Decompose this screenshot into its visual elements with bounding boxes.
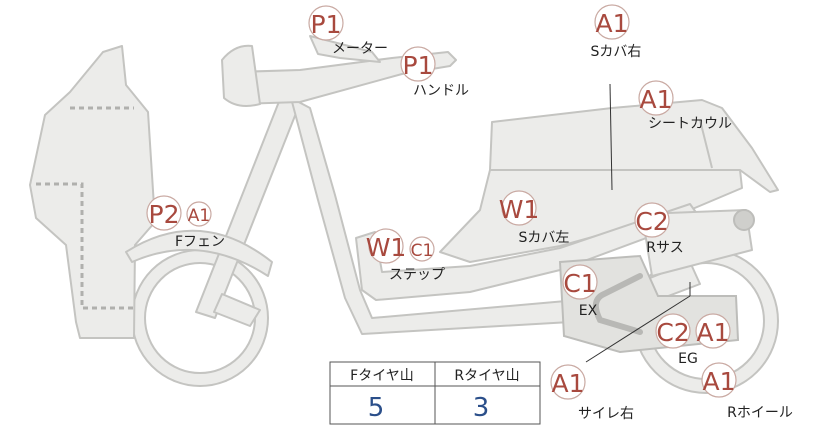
part-meter[interactable]: P1 メーター <box>308 5 388 57</box>
shield-dotted-line <box>36 106 134 310</box>
headlight <box>221 44 261 107</box>
code-text: A1 <box>702 367 735 396</box>
part-engine[interactable]: C2 A1 EG <box>655 313 731 367</box>
leader-lines <box>585 83 691 363</box>
front-shield <box>29 45 156 339</box>
part-label: ハンドル <box>413 83 469 99</box>
part-s-cover-left[interactable]: W1 Sカバ左 <box>499 190 570 246</box>
table-header-front: Fタイヤ山 <box>350 368 414 384</box>
code-text: C1 <box>563 269 596 298</box>
code-badge-minor: A1 <box>186 201 212 227</box>
code-text: W1 <box>366 233 407 262</box>
seat-cowl-line <box>699 119 713 169</box>
code-badge-b: A1 <box>695 313 731 349</box>
leader-muffler-diag <box>585 295 691 363</box>
part-label: Sカバ右 <box>591 44 642 60</box>
part-label: シートカウル <box>648 116 732 132</box>
part-label: EG <box>678 351 698 367</box>
part-s-cover-right[interactable]: A1 Sカバ右 <box>591 4 642 60</box>
code-text: C2 <box>656 318 689 347</box>
code-text: W1 <box>499 195 540 224</box>
code-badge: P1 <box>308 5 344 41</box>
part-label: Rホイール <box>727 405 793 421</box>
part-label: サイレ右 <box>578 406 634 422</box>
exhaust-pipe <box>592 273 643 335</box>
code-text: P2 <box>149 200 180 229</box>
table-header-rear: Rタイヤ山 <box>454 368 519 384</box>
code-badge: C1 <box>562 264 598 300</box>
part-label: Rサス <box>646 240 683 256</box>
part-seat-cowl[interactable]: A1 シートカウル <box>638 80 732 132</box>
code-badge: A1 <box>701 362 737 398</box>
part-front-fender[interactable]: P2 A1 Fフェン <box>146 195 225 250</box>
part-handle[interactable]: P1 ハンドル <box>400 46 469 99</box>
code-text: A1 <box>188 206 210 226</box>
code-badge-major: P2 <box>146 195 182 231</box>
front-tread-value: 5 <box>368 393 385 423</box>
part-muffler-right[interactable]: A1 サイレ右 <box>550 364 634 422</box>
front-fender <box>125 229 273 277</box>
code-badge-minor: C1 <box>409 236 435 262</box>
code-text: A1 <box>595 9 628 38</box>
shock-bolt <box>733 209 755 231</box>
rear-suspension <box>641 209 753 277</box>
part-rear-suspension[interactable]: C2 Rサス <box>634 202 684 256</box>
part-rear-wheel[interactable]: A1 Rホイール <box>701 362 793 421</box>
meter-housing <box>309 35 381 63</box>
part-label: Sカバ左 <box>519 230 570 246</box>
code-badge: A1 <box>594 4 630 40</box>
code-text: P1 <box>311 10 342 39</box>
frame-lower-bar <box>213 293 261 327</box>
tire-tread-table: Fタイヤ山 Rタイヤ山 5 3 <box>329 361 541 425</box>
leader-s-cover-right <box>609 83 613 191</box>
code-badge: W1 <box>499 190 540 226</box>
code-text: C2 <box>635 207 668 236</box>
code-badge-a: C2 <box>655 313 691 349</box>
code-text: P1 <box>403 51 434 80</box>
code-badge: A1 <box>550 364 586 400</box>
part-label: EX <box>579 303 598 319</box>
code-badge-major: W1 <box>366 228 407 264</box>
code-badge: A1 <box>638 80 674 116</box>
code-badge: P1 <box>400 46 436 82</box>
part-step[interactable]: W1 C1 ステップ <box>366 228 445 283</box>
code-text: C1 <box>411 241 434 261</box>
rear-tread-value: 3 <box>473 393 490 423</box>
part-label: メーター <box>332 41 388 57</box>
code-text: A1 <box>696 318 729 347</box>
part-label: Fフェン <box>175 234 225 250</box>
part-label: ステップ <box>389 267 445 283</box>
code-text: A1 <box>551 369 584 398</box>
part-exhaust[interactable]: C1 EX <box>562 264 598 319</box>
code-badge: C2 <box>634 202 670 238</box>
engine-block <box>558 254 740 354</box>
code-text: A1 <box>639 85 672 114</box>
